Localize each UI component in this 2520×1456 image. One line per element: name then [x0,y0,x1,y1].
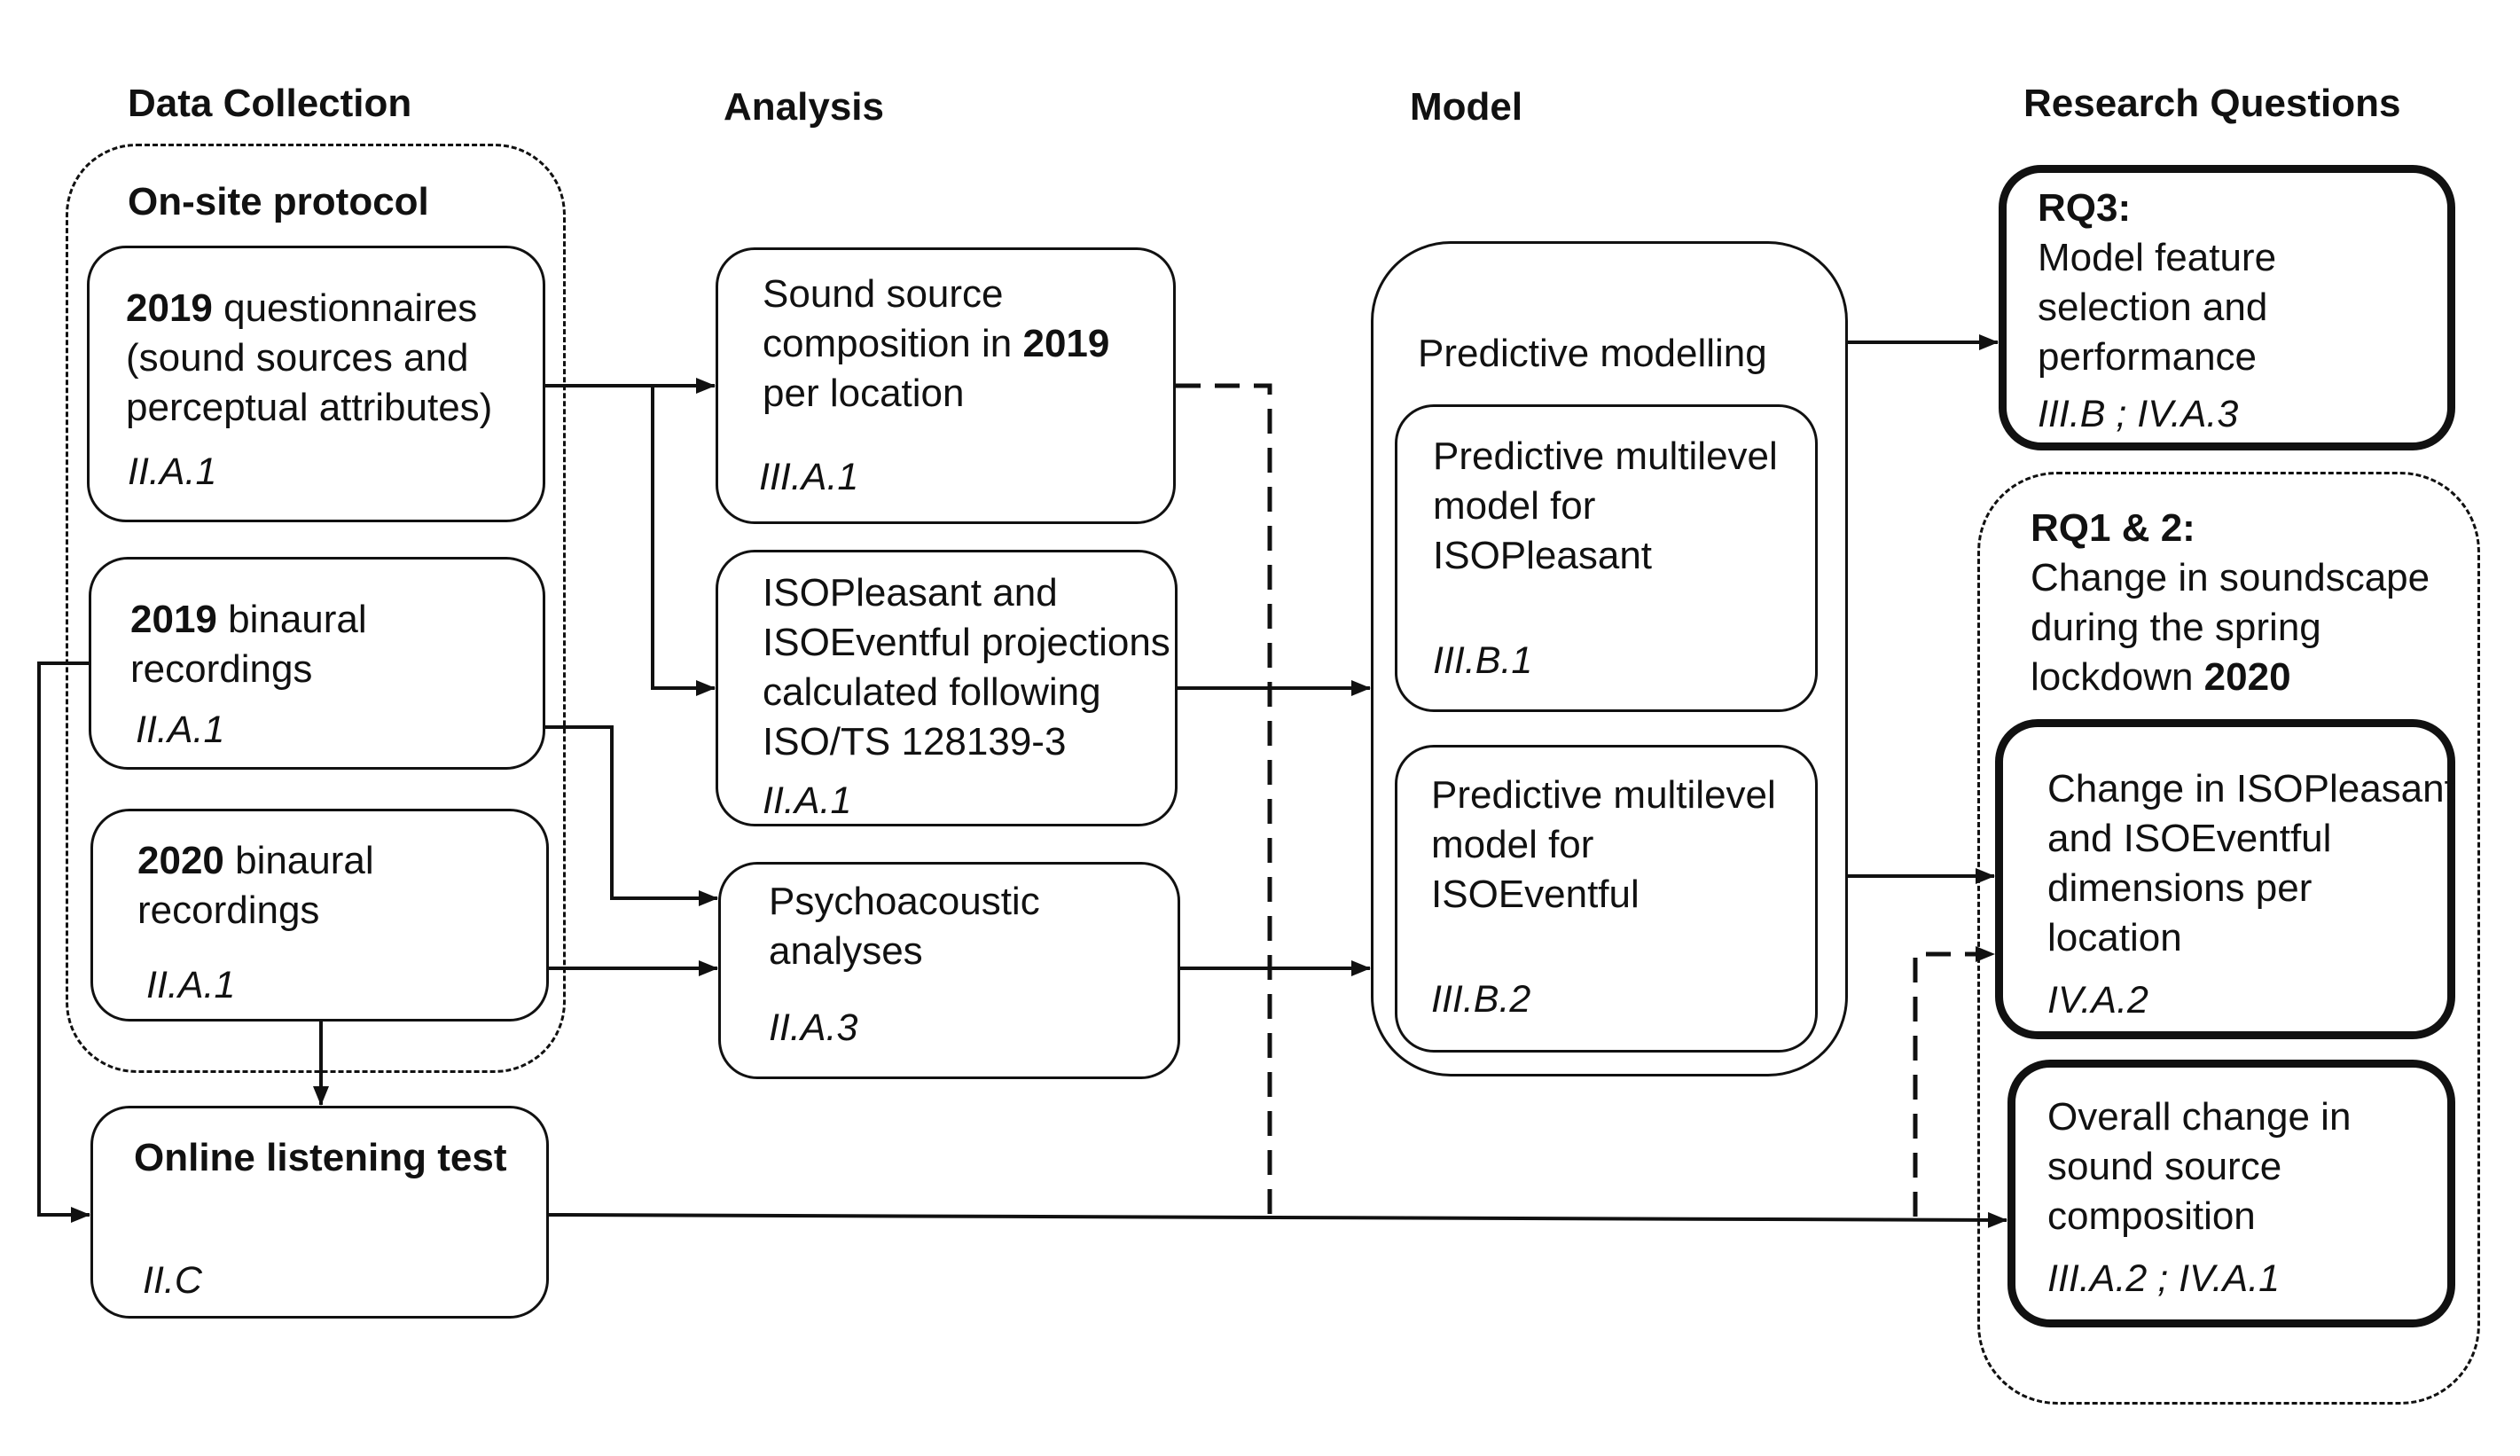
overall-ref: III.A.2 ; IV.A.1 [2047,1257,2281,1300]
change-iso-line2: and ISOEventful [2047,817,2332,860]
header-model: Model [1410,85,1523,129]
dashed-sound-source-link [1176,383,1272,1217]
questionnaires-line1: 2019 questionnaires [126,286,478,330]
rq3-label: RQ3: [2038,186,2132,230]
recordings-2019-line1: 2019 binaural [130,598,367,641]
iso-line2: ISOEventful projections [763,621,1170,664]
model-eventful-box: Predictive multilevel model for ISOEvent… [1395,745,1818,1053]
questionnaires-line3: perceptual attributes) [126,386,493,429]
arrow-rec2019-to-psycho [545,725,718,906]
header-data-collection: Data Collection [128,82,412,125]
online-test-ref: II.C [143,1259,202,1302]
arrow-online-to-overall [548,1211,2007,1228]
dashed-to-change-iso [1913,946,1995,1217]
sound-source-line1: Sound source [763,272,1004,316]
recordings-2020-line1: 2020 binaural [137,839,374,882]
rq3-line1: Model feature [2038,236,2277,279]
overall-line1: Overall change in [2047,1095,2352,1139]
model-pleasant-box: Predictive multilevel model for ISOPleas… [1395,404,1818,712]
rq12-line1: Change in soundscape [2031,556,2430,599]
rq12-line3: lockdown 2020 [2031,655,2291,699]
iso-ref: II.A.1 [763,779,852,822]
sound-source-ref: III.A.1 [759,456,859,498]
model-pleasant-ref: III.B.1 [1433,639,1533,682]
model-eventful-line1: Predictive multilevel [1431,773,1776,817]
arrow-questionnaires-to-iso [651,386,716,696]
questionnaires-2019-box: 2019 questionnaires (sound sources and p… [87,246,545,522]
sound-source-composition-box: Sound source composition in 2019 per loc… [716,247,1176,524]
iso-projections-box: ISOPleasant and ISOEventful projections … [716,550,1178,826]
header-research-questions: Research Questions [2023,82,2401,125]
onsite-protocol-group [66,144,566,1073]
overall-change-box: Overall change in sound source compositi… [2007,1060,2455,1327]
predictive-modelling-title: Predictive modelling [1418,332,1767,375]
change-iso-line4: location [2047,916,2182,959]
questionnaires-ref: II.A.1 [128,450,217,493]
model-eventful-line2: model for [1431,823,1594,866]
arrow-rec2019-to-online [37,661,90,1223]
psycho-ref: II.A.3 [769,1006,858,1049]
model-eventful-line3: ISOEventful [1431,873,1640,916]
change-iso-box: Change in ISOPleasant and ISOEventful di… [1995,719,2455,1039]
rq3-line2: selection and [2038,286,2268,329]
recordings-2020-box: 2020 binaural recordings II.A.1 [90,809,549,1022]
sound-source-line3: per location [763,372,965,415]
overall-line2: sound source [2047,1145,2282,1188]
overall-line3: composition [2047,1194,2256,1238]
iso-line1: ISOPleasant and [763,571,1058,614]
rq12-line2: during the spring [2031,606,2321,649]
rq12-group [1977,472,2480,1405]
model-eventful-ref: III.B.2 [1431,978,1531,1021]
model-pleasant-line3: ISOPleasant [1433,534,1653,577]
model-pleasant-line2: model for [1433,484,1596,528]
rq3-box: RQ3: Model feature selection and perform… [1999,165,2455,450]
online-test-title: Online listening test [134,1136,507,1179]
rq3-line3: performance [2038,335,2258,379]
header-analysis: Analysis [724,85,884,129]
sound-source-line2: composition in 2019 [763,322,1110,365]
iso-line3: calculated following [763,670,1101,714]
recordings-2019-box: 2019 binaural recordings II.A.1 [89,557,545,770]
psycho-line2: analyses [769,929,923,973]
change-iso-line3: dimensions per [2047,866,2313,910]
online-test-box: Online listening test II.C [90,1106,549,1319]
model-pleasant-line1: Predictive multilevel [1433,434,1778,478]
recordings-2019-ref: II.A.1 [136,708,225,751]
iso-line4: ISO/TS 128139-3 [763,720,1067,763]
rq12-label: RQ1 & 2: [2031,506,2195,550]
psycho-line1: Psychoacoustic [769,880,1040,923]
change-iso-ref: IV.A.2 [2047,979,2148,1022]
onsite-protocol-title: On-site protocol [128,180,429,223]
psychoacoustic-box: Psychoacoustic analyses II.A.3 [718,862,1180,1079]
change-iso-line1: Change in ISOPleasant [2047,767,2455,810]
rq3-ref: III.B ; IV.A.3 [2038,393,2239,435]
recordings-2019-line2: recordings [130,647,313,691]
recordings-2020-line2: recordings [137,888,320,932]
questionnaires-line2: (sound sources and [126,336,469,380]
recordings-2020-ref: II.A.1 [146,964,236,1006]
